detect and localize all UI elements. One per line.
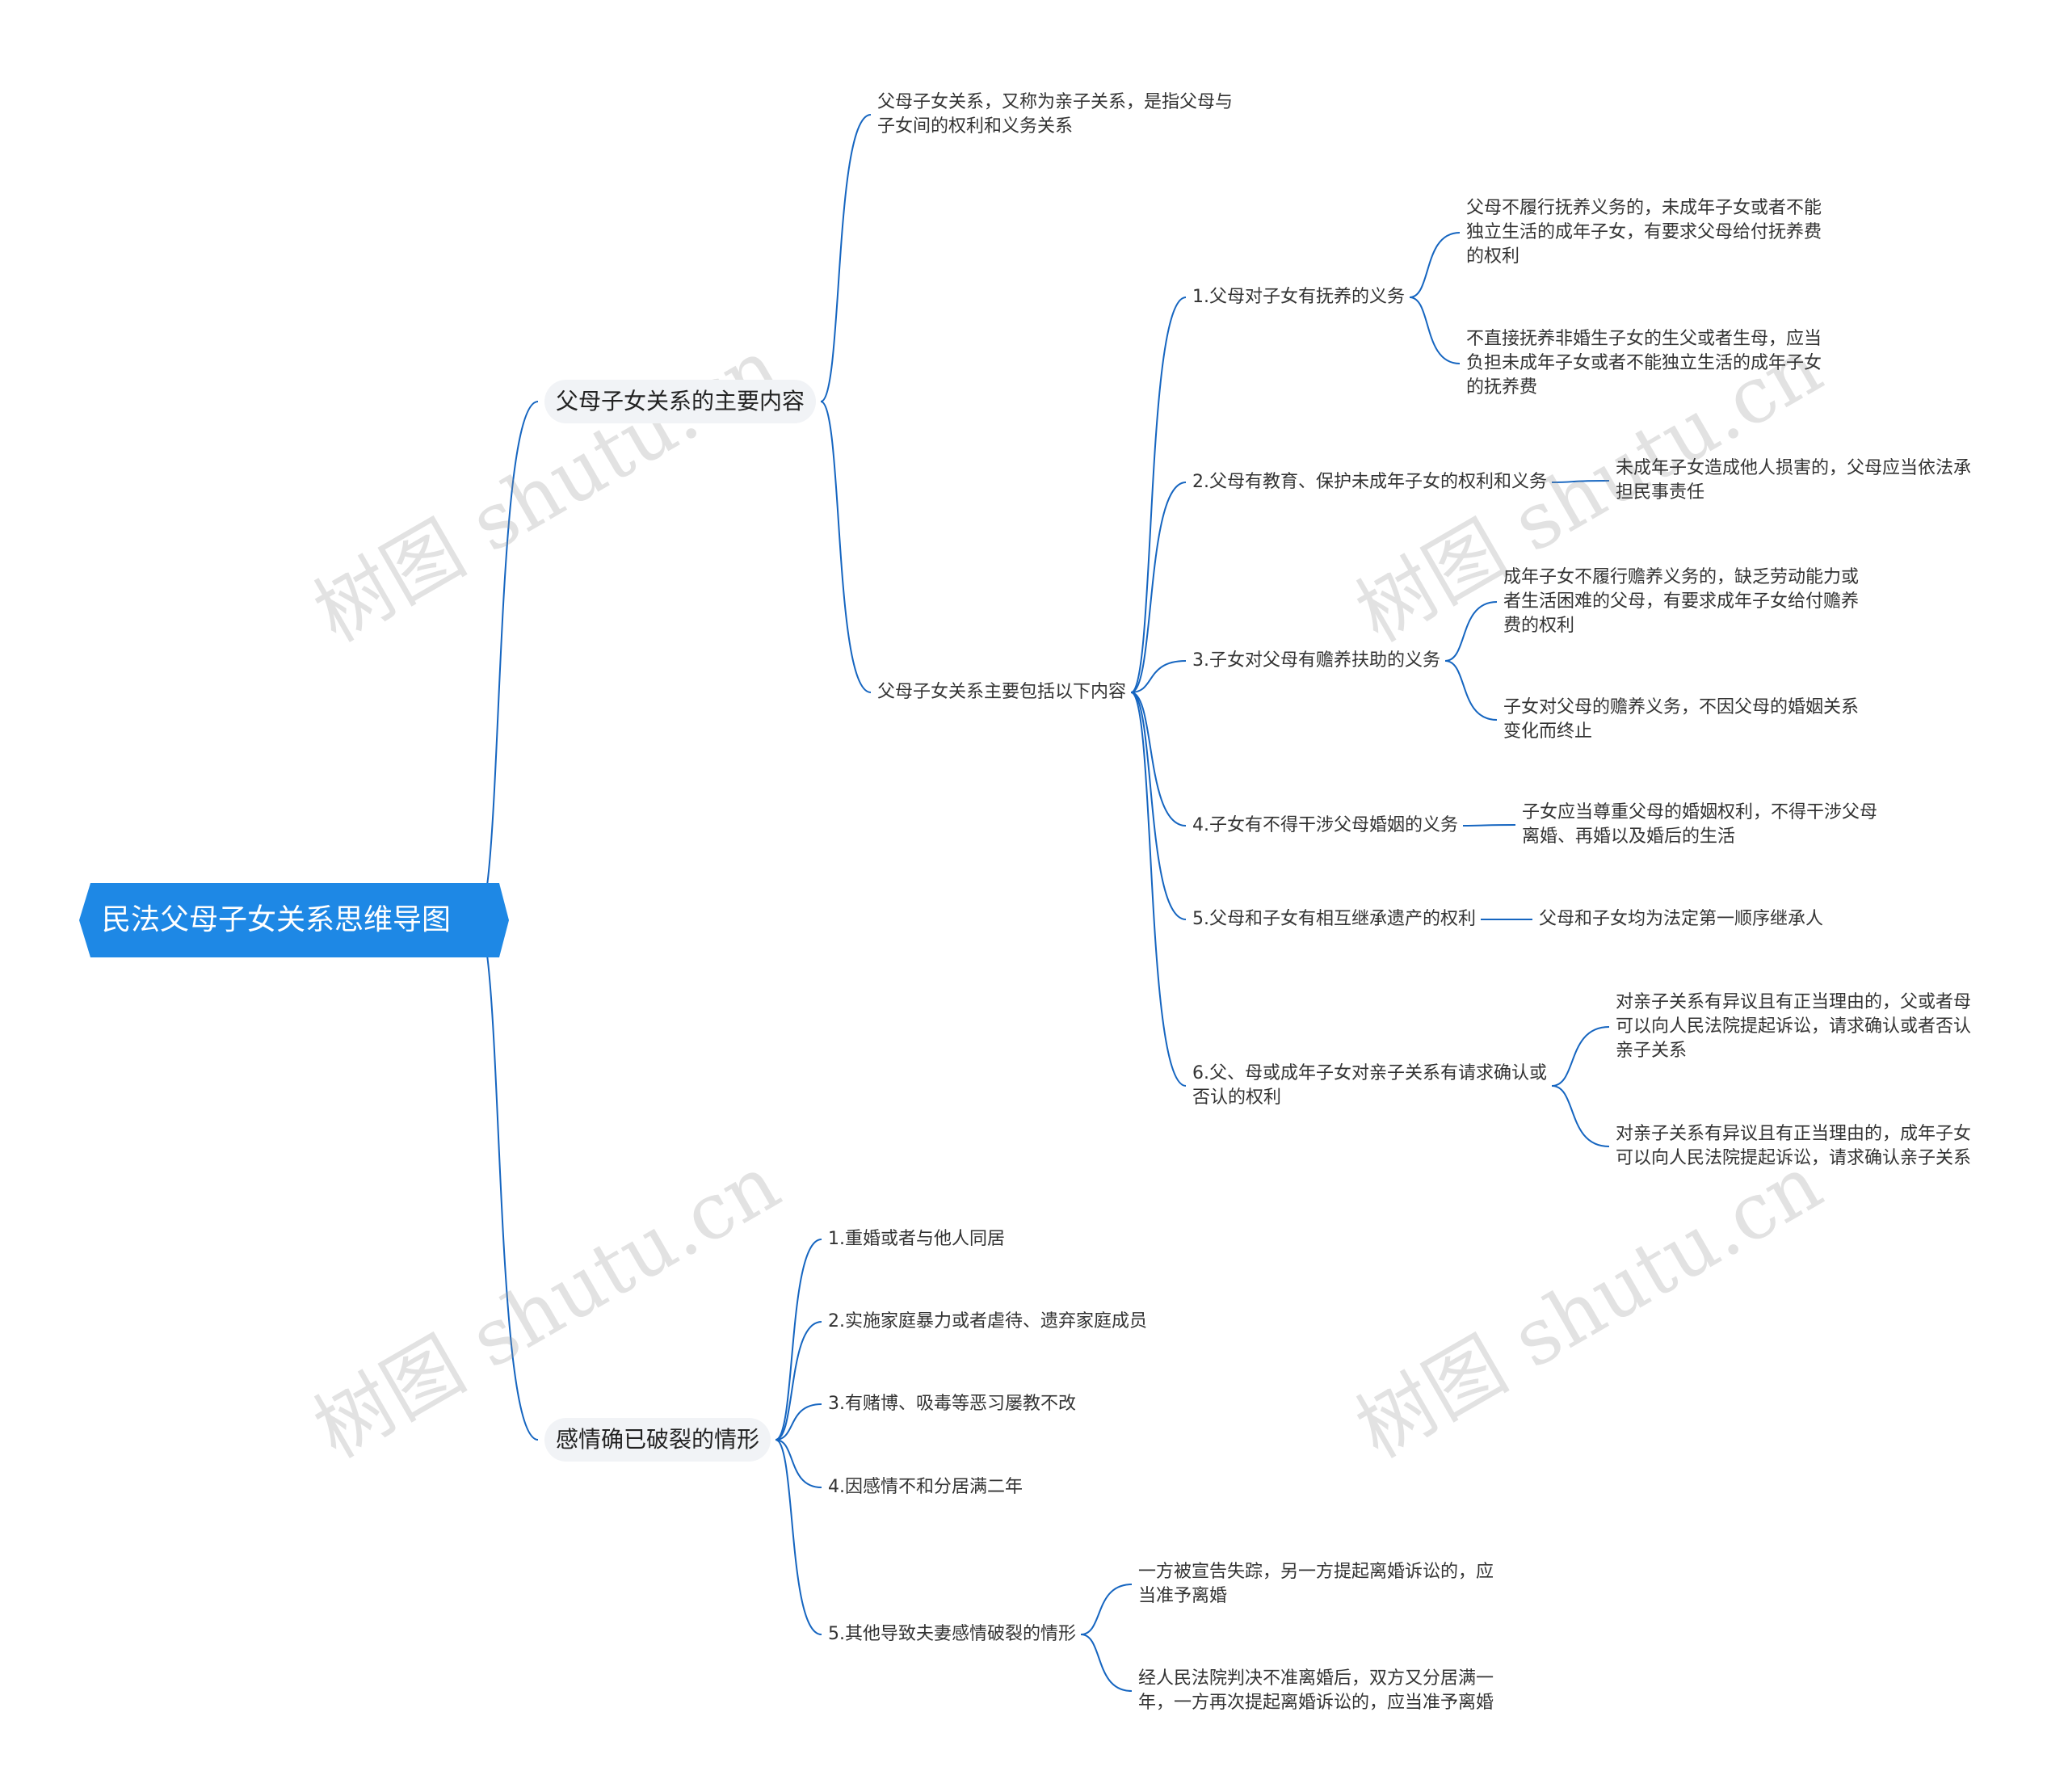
- topic-breakdown-3[interactable]: 3.有赌博、吸毒等恶习屡教不改: [828, 1394, 1076, 1414]
- topic-detail[interactable]: 经人民法院判决不准离婚后，双方又分居满一 年，一方再次提起离婚诉讼的，应当准予离…: [1138, 1668, 1494, 1713]
- topic-item-5[interactable]: 5.父母和子女有相互继承遗产的权利: [1192, 909, 1476, 929]
- connector-line: [1444, 660, 1498, 721]
- topic-detail[interactable]: 父母不履行抚养义务的，未成年子女或者不能 独立生活的成年子女，有要求父母给付抚养…: [1466, 198, 1822, 267]
- connector-line: [775, 1403, 822, 1441]
- root-shape: [79, 883, 509, 957]
- connector-line: [775, 1439, 822, 1488]
- connector-line: [476, 919, 539, 1441]
- connector-line: [1080, 1584, 1133, 1635]
- topic-breakdown-4[interactable]: 4.因感情不和分居满二年: [828, 1477, 1023, 1497]
- connector-line: [1462, 824, 1516, 827]
- connector-line: [820, 401, 872, 693]
- topic-definition[interactable]: 父母子女关系，又称为亲子关系，是指父母与 子女间的权利和义务关系: [877, 92, 1234, 137]
- connector-line: [1130, 482, 1187, 693]
- topic-item-1[interactable]: 1.父母对子女有抚养的义务: [1192, 287, 1405, 307]
- topic-detail[interactable]: 一方被宣告失踪，另一方提起离婚诉讼的，应 当准予离婚: [1138, 1562, 1494, 1606]
- connector-line: [775, 1439, 822, 1635]
- connector-line: [1130, 692, 1187, 1087]
- connector-line: [1551, 1026, 1610, 1087]
- connector-line: [1444, 601, 1498, 662]
- topic-detail[interactable]: 对亲子关系有异议且有正当理由的，父或者母 可以向人民法院提起诉讼，请求确认或者否…: [1616, 992, 1972, 1061]
- topic-item-4[interactable]: 4.子女有不得干涉父母婚姻的义务: [1192, 815, 1458, 835]
- topic-detail[interactable]: 子女应当尊重父母的婚姻权利，不得干涉父母 离婚、再婚以及婚后的生活: [1522, 802, 1878, 847]
- root-topic[interactable]: 民法父母子女关系思维导图: [102, 903, 452, 936]
- topic-breakdown-1[interactable]: 1.重婚或者与他人同居: [828, 1229, 1005, 1249]
- connector-line: [1551, 480, 1610, 483]
- topic-detail[interactable]: 不直接抚养非婚生子女的生父或者生母，应当 负担未成年子女或者不能独立生活的成年子…: [1466, 329, 1822, 398]
- topic-detail[interactable]: 对亲子关系有异议且有正当理由的，成年子女 可以向人民法院提起诉讼，请求确认亲子关…: [1616, 1124, 1972, 1168]
- connector-line: [1551, 1085, 1610, 1147]
- topic-item-6[interactable]: 6.父、母或成年子女对亲子关系有请求确认或 否认的权利: [1192, 1063, 1547, 1108]
- topic-detail[interactable]: 子女对父母的赡养义务，不因父母的婚姻关系 变化而终止: [1503, 697, 1860, 742]
- connector-line: [1130, 660, 1187, 693]
- connector-line: [1130, 297, 1187, 693]
- topic-detail[interactable]: 父母和子女均为法定第一顺序继承人: [1539, 909, 1824, 929]
- connector-line: [775, 1239, 822, 1441]
- connector-line: [820, 114, 872, 402]
- connector-line: [1080, 1634, 1133, 1692]
- topic-detail[interactable]: 未成年子女造成他人损害的，父母应当依法承 担民事责任: [1616, 458, 1972, 503]
- branch-marriage-breakdown[interactable]: 感情确已破裂的情形: [544, 1418, 771, 1462]
- connector-line: [1409, 297, 1461, 364]
- branch-main-content[interactable]: 父母子女关系的主要内容: [544, 380, 817, 423]
- connector-line: [1130, 692, 1187, 827]
- topic-includes[interactable]: 父母子女关系主要包括以下内容: [877, 682, 1127, 702]
- connector-line: [775, 1321, 822, 1441]
- topic-detail[interactable]: 成年子女不履行赡养义务的，缺乏劳动能力或 者生活困难的父母，有要求成年子女给付赡…: [1503, 567, 1860, 636]
- connector-line: [1130, 692, 1187, 920]
- topic-breakdown-5[interactable]: 5.其他导致夫妻感情破裂的情形: [828, 1624, 1076, 1644]
- topic-item-2[interactable]: 2.父母有教育、保护未成年子女的权利和义务: [1192, 472, 1547, 492]
- topic-item-3[interactable]: 3.子女对父母有赡养扶助的义务: [1192, 650, 1440, 671]
- topic-breakdown-2[interactable]: 2.实施家庭暴力或者虐待、遗弃家庭成员: [828, 1311, 1147, 1331]
- connector-line: [1409, 232, 1461, 298]
- connector-line: [476, 401, 539, 921]
